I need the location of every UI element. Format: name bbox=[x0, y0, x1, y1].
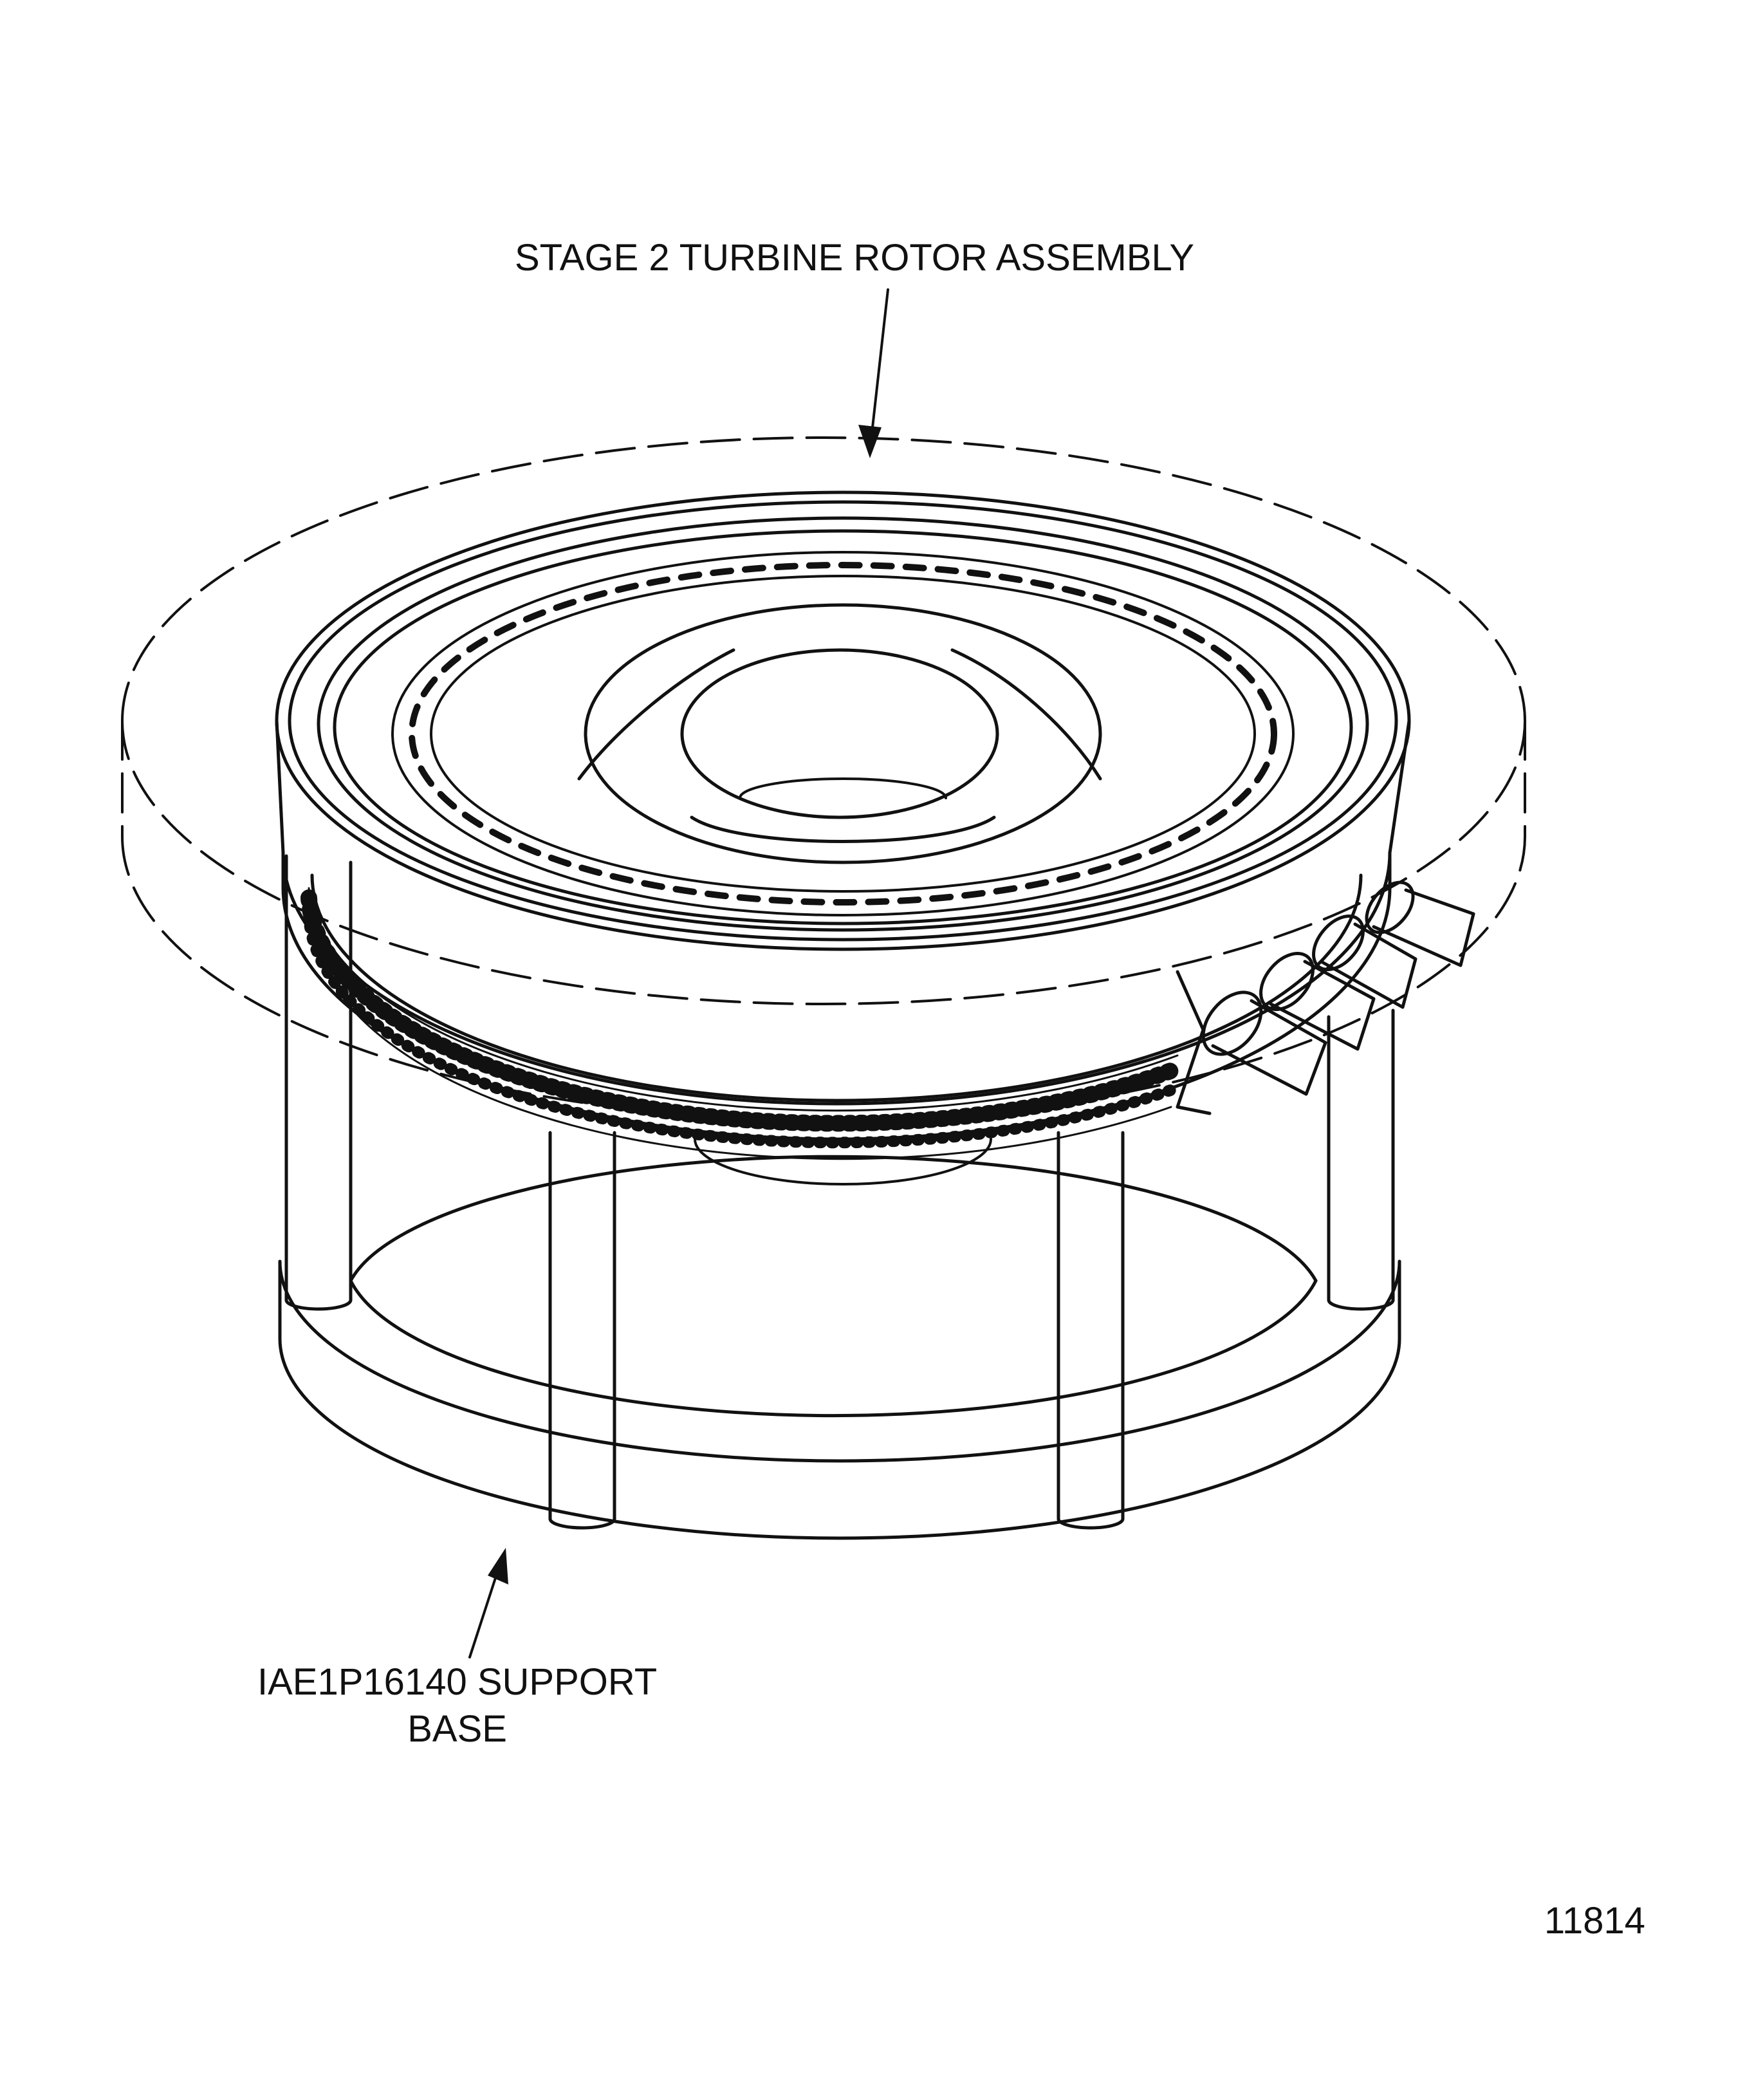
figure-number: 11814 bbox=[1544, 1900, 1645, 1942]
support-posts bbox=[286, 856, 1393, 1528]
rotor-flange bbox=[277, 492, 1409, 949]
side-fittings bbox=[1177, 874, 1473, 1113]
support-base-label-line2: BASE bbox=[407, 1707, 507, 1750]
fitting-3 bbox=[1304, 907, 1416, 1007]
support-post-left bbox=[286, 856, 351, 1309]
rotor-leader-arrow bbox=[858, 290, 888, 458]
lower-hub bbox=[695, 779, 991, 1184]
support-base-ring bbox=[280, 1157, 1399, 1538]
support-leader-arrow bbox=[470, 1548, 508, 1657]
turbine-blades bbox=[309, 898, 1177, 1142]
support-post-right bbox=[1329, 1010, 1393, 1309]
blade-fringe-edge bbox=[309, 888, 1177, 1159]
support-post-center-right bbox=[1058, 1133, 1123, 1528]
disk-slot-ring bbox=[392, 552, 1293, 915]
fitting-4 bbox=[1358, 874, 1473, 965]
fitting-1 bbox=[1192, 981, 1325, 1094]
rotor-drum bbox=[283, 853, 1390, 1139]
support-base-label: IAE1P16140 SUPPORT BASE bbox=[257, 1659, 657, 1752]
rotor-assembly-label: STAGE 2 TURBINE ROTOR ASSEMBLY bbox=[515, 237, 1195, 279]
fitting-2 bbox=[1250, 943, 1374, 1049]
rotor-hub bbox=[579, 605, 1100, 862]
support-post-center-left bbox=[550, 1133, 614, 1528]
support-base-label-line1: IAE1P16140 SUPPORT bbox=[257, 1661, 658, 1703]
